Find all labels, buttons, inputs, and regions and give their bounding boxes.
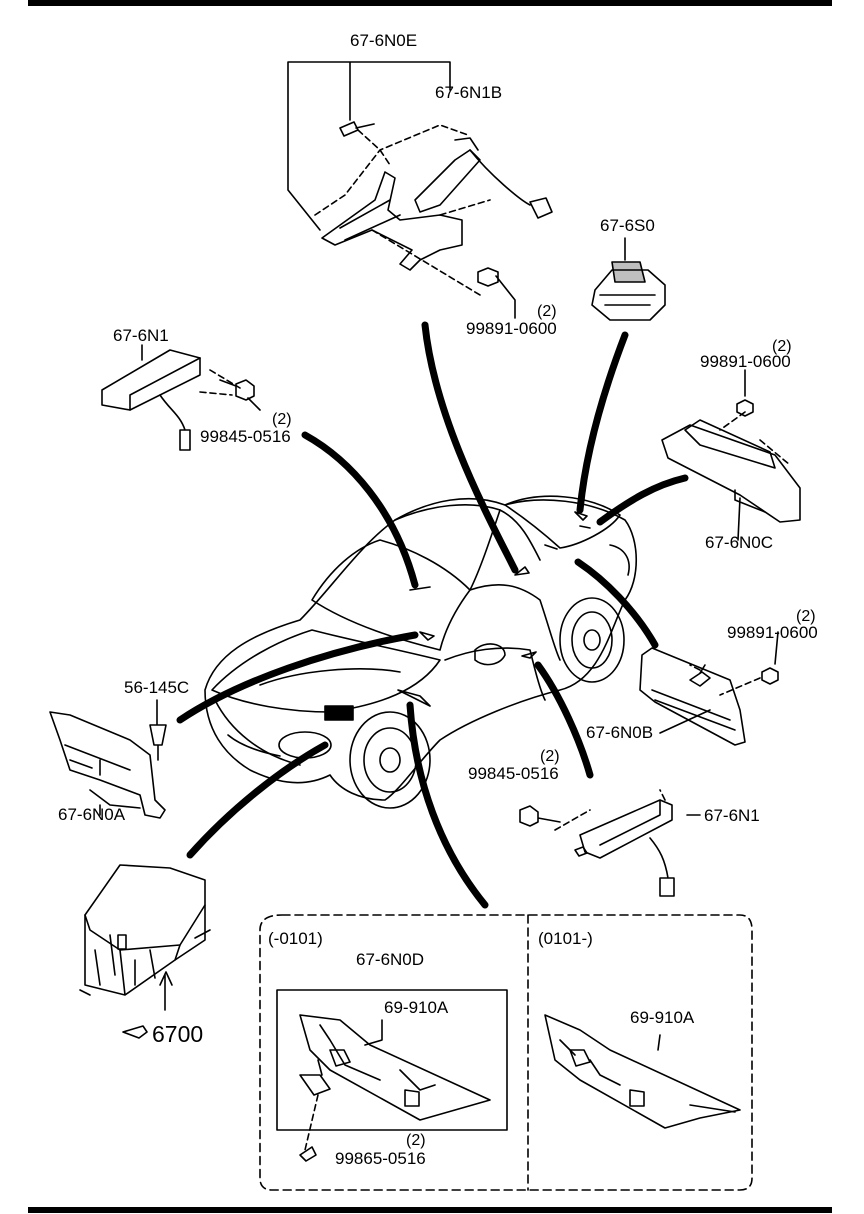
inset-dashed-frame xyxy=(259,914,753,1191)
label-67-6n0c: 67-6N0C xyxy=(705,533,774,552)
part-676s0-switch xyxy=(591,237,666,321)
label-67-6n0d: 67-6N0D xyxy=(356,950,425,969)
qty-99891-right: (2) xyxy=(772,338,792,355)
label-99891-0600-top: 99891-0600 xyxy=(466,319,557,338)
label-67-6n1b: 67-6N1B xyxy=(435,83,503,102)
part-676n0a-bracket xyxy=(49,699,167,819)
label-67-6s0: 67-6S0 xyxy=(600,216,655,235)
label-period-right: (0101-) xyxy=(538,929,593,948)
label-69-910a-right: 69-910A xyxy=(630,1008,695,1027)
part-676n1-right xyxy=(519,789,701,897)
label-99845-0516-left: 99845-0516 xyxy=(200,427,291,446)
part-69910a-right xyxy=(544,1014,741,1129)
top-border-rule xyxy=(28,0,832,6)
label-67-6n0a: 67-6N0A xyxy=(58,805,126,824)
label-56-145c: 56-145C xyxy=(124,678,190,697)
part-6700-fuse-box xyxy=(79,864,211,1011)
part-676n0b-bracket xyxy=(639,631,779,746)
label-99891-0600-mid: 99891-0600 xyxy=(727,623,818,642)
label-6700: 6700 xyxy=(152,1021,204,1047)
label-99865-0516: 99865-0516 xyxy=(335,1149,426,1168)
part-676n0c-bracket xyxy=(661,369,801,541)
label-69-910a-left: 69-910A xyxy=(384,998,449,1017)
label-67-6n0e: 67-6N0E xyxy=(350,31,418,50)
part-69910a-left xyxy=(299,1014,491,1162)
label-99891-0600-right: 99891-0600 xyxy=(700,352,791,371)
qty-99845-right: (2) xyxy=(540,748,560,765)
callout-lines xyxy=(176,321,689,909)
inset-sub-frame xyxy=(276,989,508,1131)
part-676n1-left xyxy=(101,344,261,451)
label-67-6n1-left: 67-6N1 xyxy=(113,326,169,345)
label-67-6n0b: 67-6N0B xyxy=(586,723,654,742)
label-67-6n1-right: 67-6N1 xyxy=(704,806,760,825)
bottom-border-rule xyxy=(28,1207,832,1213)
qty-99891-mid: (2) xyxy=(796,608,816,625)
car-illustration xyxy=(204,495,638,809)
qty-99845-left: (2) xyxy=(272,411,292,428)
label-99845-0516-right: 99845-0516 xyxy=(468,764,559,783)
qty-99891-top: (2) xyxy=(537,303,557,320)
qty-99865: (2) xyxy=(406,1132,426,1149)
part-676n0e-bracket xyxy=(287,61,553,319)
label-period-left: (-0101) xyxy=(268,929,323,948)
left-hand-arrow-icon xyxy=(122,1025,148,1039)
